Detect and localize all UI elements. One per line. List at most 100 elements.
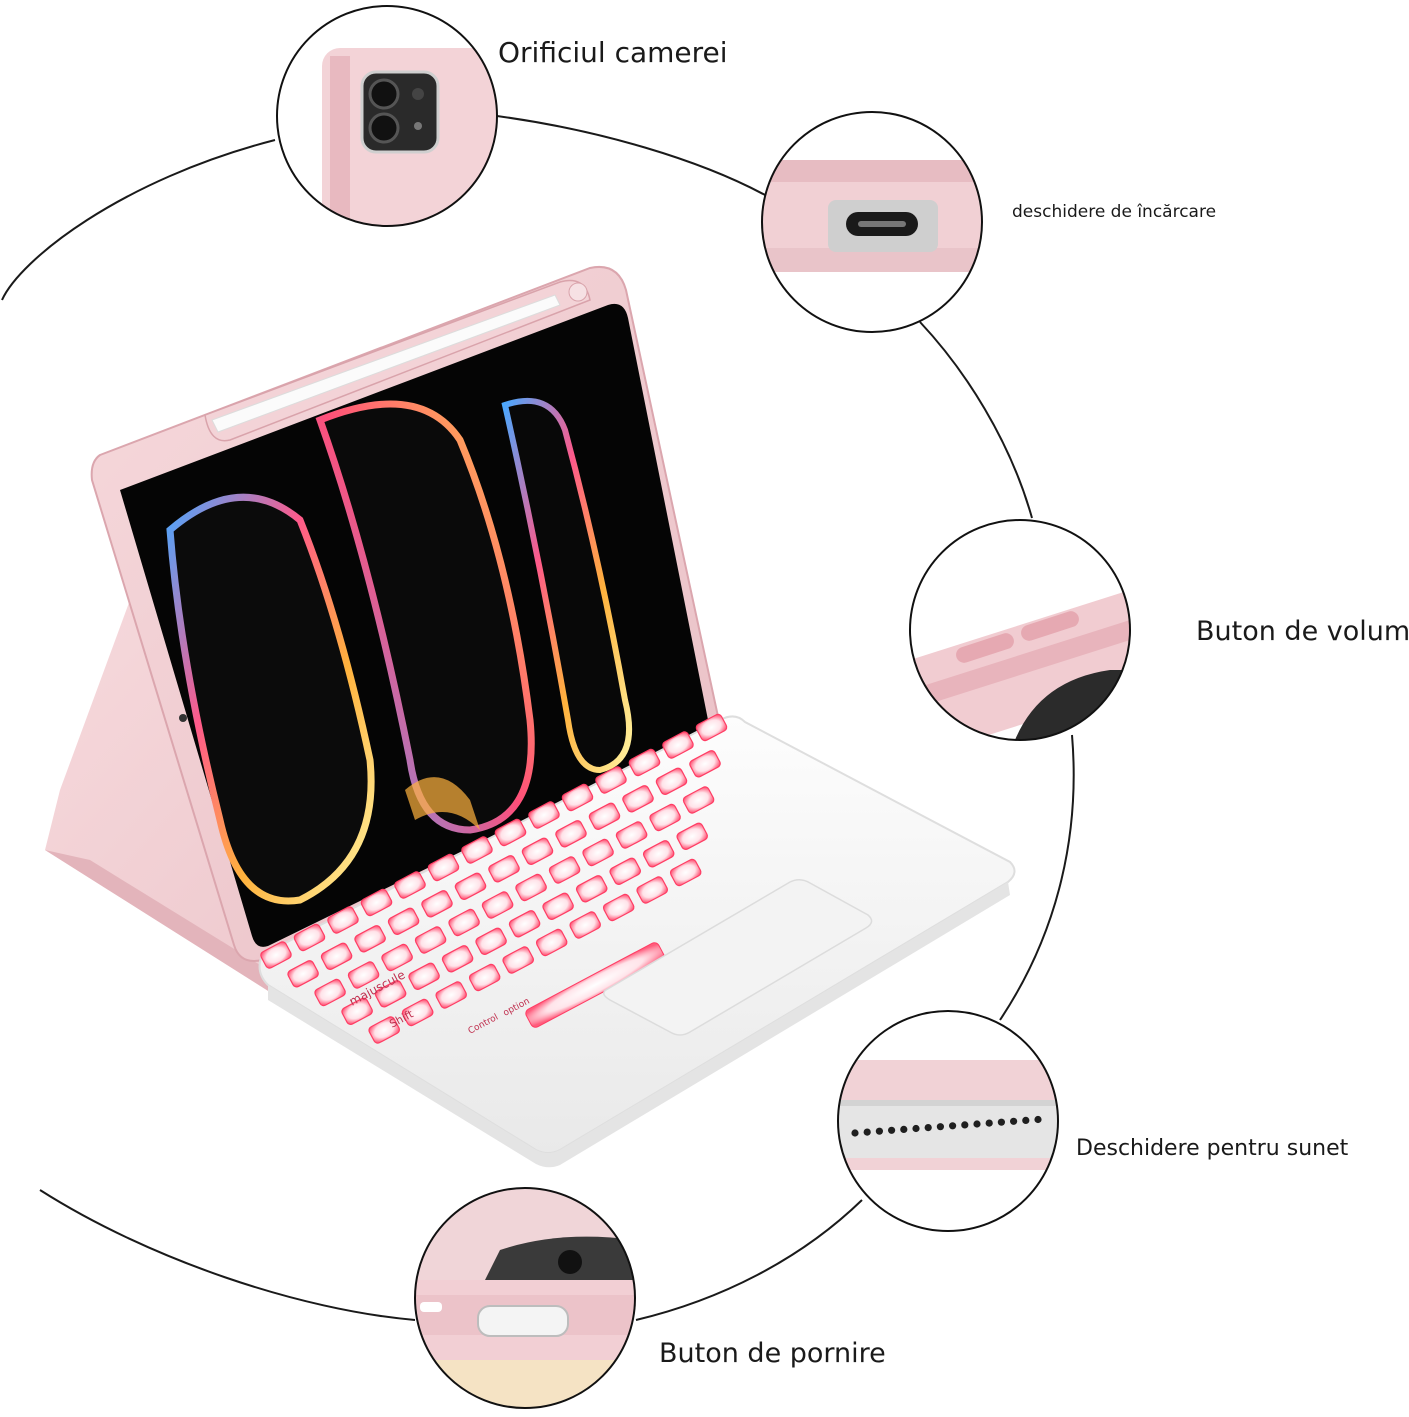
- keyboard-base-edge: [268, 882, 1010, 1168]
- space-bar-key[interactable]: [524, 941, 666, 1029]
- keyboard-key[interactable]: [347, 960, 380, 989]
- keyboard-key[interactable]: [435, 980, 468, 1009]
- keyboard-key[interactable]: [408, 962, 441, 991]
- speaker-hole: [875, 1127, 884, 1135]
- speaker-hole: [851, 1129, 859, 1137]
- touchpad[interactable]: [603, 879, 873, 1036]
- keyboard-key[interactable]: [582, 838, 615, 867]
- keyboard-key[interactable]: [569, 910, 602, 939]
- keyboard-key[interactable]: [561, 783, 594, 812]
- volume-button-2: [1021, 611, 1079, 641]
- keyboard-key[interactable]: [669, 858, 702, 887]
- keyboard-key[interactable]: [287, 959, 320, 988]
- keyboard-key[interactable]: [341, 997, 374, 1026]
- keyboard-key[interactable]: [515, 873, 548, 902]
- keyboard-key[interactable]: [655, 767, 688, 796]
- outer-ring-arc: [999, 734, 1075, 1021]
- stylus-pencil: [211, 294, 561, 433]
- keyboard-key[interactable]: [381, 943, 414, 972]
- speaker-hole: [888, 1126, 896, 1134]
- speaker-hole: [1022, 1116, 1030, 1124]
- callout-speaker: [837, 1010, 1059, 1232]
- keyboard-key[interactable]: [682, 785, 715, 814]
- outer-ring-arc: [635, 1199, 863, 1321]
- keyboard-key[interactable]: [588, 802, 621, 831]
- speaker-hole: [997, 1118, 1006, 1126]
- keyboard-key[interactable]: [695, 713, 728, 742]
- keyboard-key[interactable]: [326, 905, 359, 934]
- keyboard-key[interactable]: [401, 998, 434, 1027]
- keyboard-key[interactable]: [554, 819, 587, 848]
- keyboard-key[interactable]: [609, 857, 642, 886]
- callout-volume: [909, 519, 1131, 741]
- keyboard-key[interactable]: [320, 942, 353, 971]
- keyboard-key[interactable]: [602, 893, 635, 922]
- keyboard-key[interactable]: [676, 822, 709, 851]
- speaker-hole: [900, 1125, 908, 1133]
- keyboard-key[interactable]: [628, 748, 661, 777]
- keyboard-key[interactable]: [481, 890, 514, 919]
- label-camera-opening: Orificiul camerei: [498, 36, 728, 69]
- outer-ring-arc: [39, 1189, 416, 1321]
- keyboard-key[interactable]: [354, 924, 387, 953]
- keyboard-key[interactable]: [502, 945, 535, 974]
- keyboard-key[interactable]: [420, 889, 453, 918]
- keyboard-key[interactable]: [527, 800, 560, 829]
- keyboard-key[interactable]: [374, 979, 407, 1008]
- keyboard-key[interactable]: [487, 854, 520, 883]
- keyboard-key[interactable]: [642, 839, 675, 868]
- keyboard-key[interactable]: [448, 908, 481, 937]
- outer-ring-arc: [1, 139, 276, 301]
- speaker-hole: [973, 1120, 981, 1128]
- case-camera-hole: [568, 282, 588, 302]
- keyboard-key[interactable]: [314, 978, 347, 1007]
- keyboard-key[interactable]: [293, 923, 326, 952]
- volume-button-1: [956, 633, 1014, 663]
- keyboard-key[interactable]: [387, 907, 420, 936]
- keyboard-key[interactable]: [259, 940, 292, 969]
- label-charging-opening: deschidere de încărcare: [1012, 202, 1217, 222]
- keyboard-key[interactable]: [468, 963, 501, 992]
- label-volume-button: Buton de volum: [1196, 616, 1409, 647]
- keyboard-key[interactable]: [649, 803, 682, 832]
- speaker-hole: [949, 1122, 957, 1130]
- label-power-button: Buton de pornire: [659, 1338, 886, 1369]
- keyboard-key[interactable]: [360, 888, 393, 917]
- speaker-hole: [1034, 1115, 1042, 1124]
- callout-camera: [276, 5, 498, 227]
- keyboard-key[interactable]: [621, 784, 654, 813]
- front-camera-dot: [179, 714, 187, 722]
- speaker-hole: [1010, 1117, 1018, 1125]
- keyboard-key[interactable]: [661, 730, 694, 759]
- keyboard-key[interactable]: [475, 927, 508, 956]
- speaker-hole: [936, 1123, 945, 1131]
- keyboard-key[interactable]: [393, 870, 426, 899]
- callout-power: [414, 1187, 636, 1409]
- keyboard-key[interactable]: [535, 928, 568, 957]
- wallpaper-art: [166, 397, 633, 905]
- speaker-hole: [863, 1128, 871, 1136]
- keyboard-key[interactable]: [548, 855, 581, 884]
- keyboard-key[interactable]: [368, 1015, 401, 1044]
- keyboard-key[interactable]: [508, 909, 541, 938]
- keyboard-key[interactable]: [454, 872, 487, 901]
- keyboard-key[interactable]: [460, 835, 493, 864]
- keyboard-key[interactable]: [441, 944, 474, 973]
- outer-ring-arc: [919, 321, 1033, 519]
- keyboard-key[interactable]: [542, 892, 575, 921]
- keyboard-key[interactable]: [615, 820, 648, 849]
- keyboard-key[interactable]: [414, 925, 447, 954]
- keyboard-key[interactable]: [636, 875, 669, 904]
- callout-charging-port: [761, 111, 983, 333]
- keyboard-keys: [259, 713, 728, 1044]
- outer-ring-arc: [496, 115, 766, 196]
- keyboard-key[interactable]: [494, 818, 527, 847]
- speaker-hole: [912, 1124, 920, 1133]
- keyboard-key[interactable]: [521, 837, 554, 866]
- keyboard-key[interactable]: [688, 749, 721, 778]
- keyboard-key[interactable]: [575, 874, 608, 903]
- keyboard-key[interactable]: [594, 765, 627, 794]
- keyboard-key[interactable]: [427, 853, 460, 882]
- speaker-hole: [961, 1121, 969, 1129]
